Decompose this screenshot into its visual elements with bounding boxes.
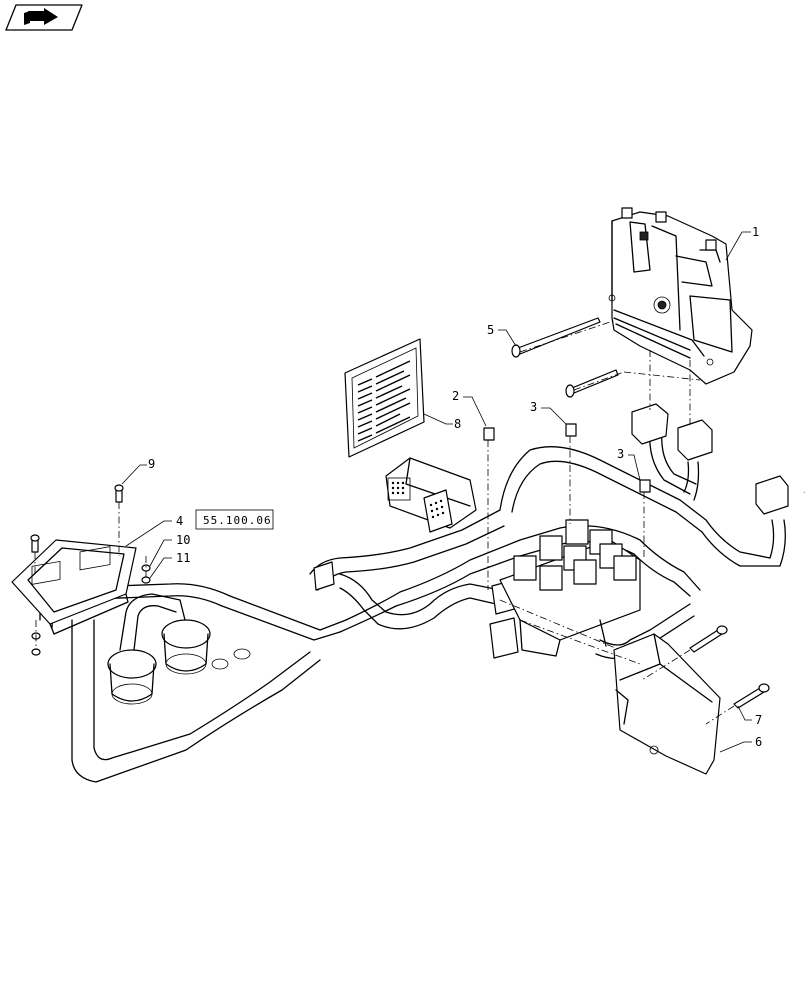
callout-6: 6 bbox=[755, 735, 762, 749]
callout-3a: 3 bbox=[530, 400, 537, 414]
callout-11: 11 bbox=[176, 551, 190, 565]
reference-link[interactable]: 55.100.06 bbox=[195, 509, 274, 530]
arrow-book-icon[interactable] bbox=[5, 4, 83, 31]
leader-lines bbox=[121, 231, 752, 753]
callout-9: 9 bbox=[148, 457, 155, 471]
wire-harness bbox=[39, 431, 786, 783]
switch-panel bbox=[11, 539, 137, 635]
round-connectors bbox=[107, 619, 251, 705]
callout-4: 4 bbox=[176, 514, 183, 528]
callout-7: 7 bbox=[755, 713, 762, 727]
corner-mark: ` bbox=[803, 492, 806, 499]
relay-block bbox=[499, 519, 641, 657]
callout-1: 1 bbox=[752, 225, 759, 239]
callout-10: 10 bbox=[176, 533, 190, 547]
alignment-lines bbox=[34, 319, 735, 725]
screws bbox=[30, 317, 770, 709]
callouts: 1 2 3 3 4 5 6 7 8 9 10 11 bbox=[148, 225, 762, 749]
control-module bbox=[608, 207, 753, 385]
electronic-box bbox=[613, 633, 721, 775]
callout-2: 2 bbox=[452, 389, 459, 403]
callout-5: 5 bbox=[487, 323, 494, 337]
connectors bbox=[313, 403, 789, 659]
reference-text: 55.100.06 bbox=[203, 514, 272, 527]
instruction-label bbox=[344, 338, 425, 458]
callout-3b: 3 bbox=[617, 447, 624, 461]
callout-8: 8 bbox=[454, 417, 461, 431]
